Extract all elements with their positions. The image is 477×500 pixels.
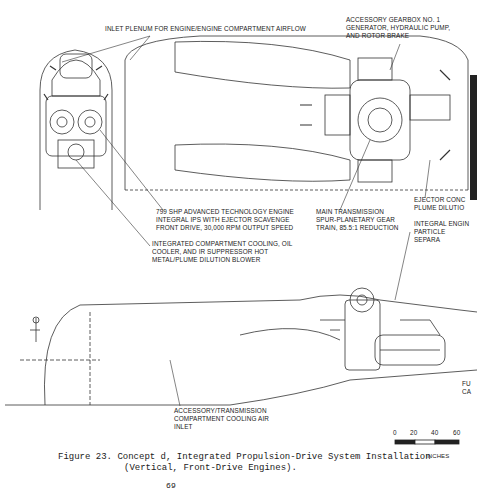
component-label: ACCESSORY GEARBOX NO. 1 GENERATOR, HYDRA… [346,16,461,40]
component-label: 799 SHP ADVANCED TECHNOLOGY ENGINE INTEG… [156,208,308,232]
component-label: FU CA [462,380,474,396]
scale-number: 0 [393,429,405,437]
figure-caption: Figure 23. Concept d, Integrated Propuls… [58,452,454,474]
component-label: INTEGRATED COMPARTMENT COOLING, OIL COOL… [152,240,302,264]
scale-number: 60 [453,429,465,437]
page-number: 69 [166,482,186,490]
scale-number: 20 [410,429,422,437]
component-label: INTEGRAL ENGIN PARTICLE SEPARA [414,220,472,244]
component-label: MAIN TRANSMISSION SPUR-PLANETARY GEAR TR… [316,208,404,232]
component-label: ACCESSORY/TRANSMISSION COMPARTMENT COOLI… [174,407,284,431]
scale-unit: INCHES [426,452,466,460]
scale-number: 40 [431,429,443,437]
component-label: INLET PLENUM FOR ENGINE/ENGINE COMPARTME… [105,25,335,33]
component-label: EJECTOR CONC PLUME DILUTIO [414,196,470,212]
